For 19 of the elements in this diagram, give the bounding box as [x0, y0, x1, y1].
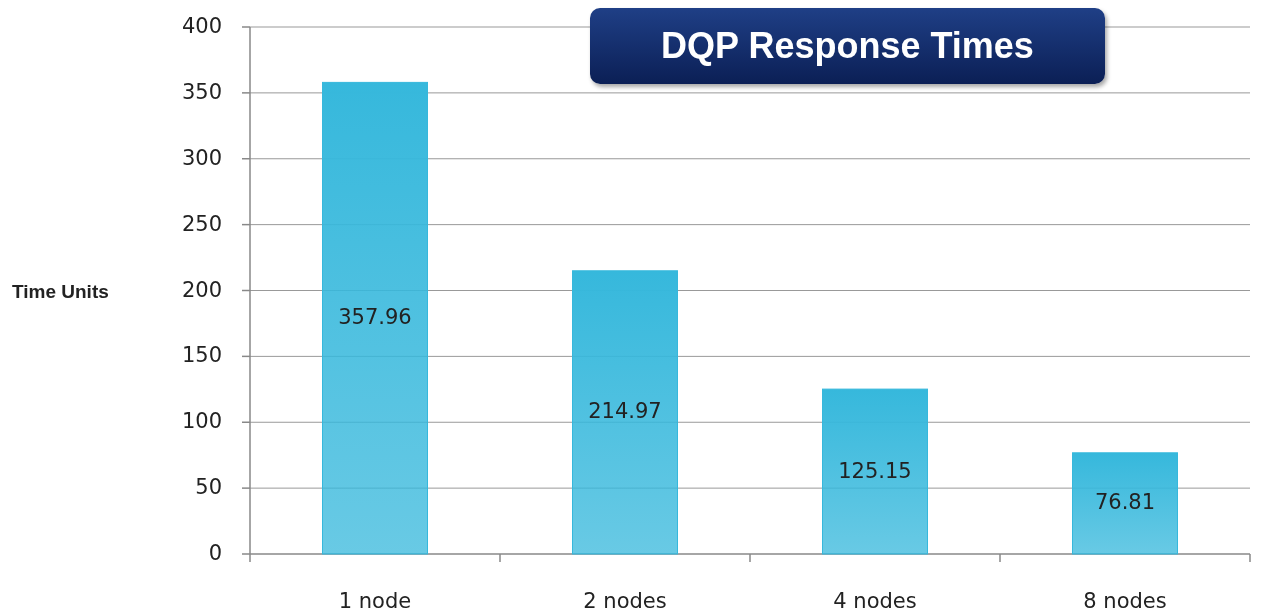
tick-label: 0 — [208, 541, 222, 565]
category-label: 2 nodes — [582, 589, 668, 613]
tick-label: 200 — [181, 277, 222, 302]
axis-title: Time Units — [12, 281, 109, 303]
tick-label: 400 — [181, 14, 222, 38]
chart-title: DQP Response Times — [590, 8, 1105, 84]
tick-label: 250 — [181, 211, 222, 236]
tick-label: 50 — [195, 475, 222, 500]
category-label: 4 nodes — [832, 589, 918, 613]
tick-label: 100 — [181, 409, 222, 434]
value-label: 125.15 — [837, 458, 913, 483]
tick-label: 350 — [181, 79, 222, 104]
tick-label: 150 — [181, 343, 222, 368]
tick-label: 300 — [181, 145, 222, 170]
category-label: 1 node — [337, 589, 413, 613]
value-label: 357.96 — [337, 305, 413, 330]
value-label: 76.81 — [1093, 490, 1157, 515]
category-label: 8 nodes — [1082, 589, 1168, 613]
value-label: 214.97 — [587, 399, 663, 424]
